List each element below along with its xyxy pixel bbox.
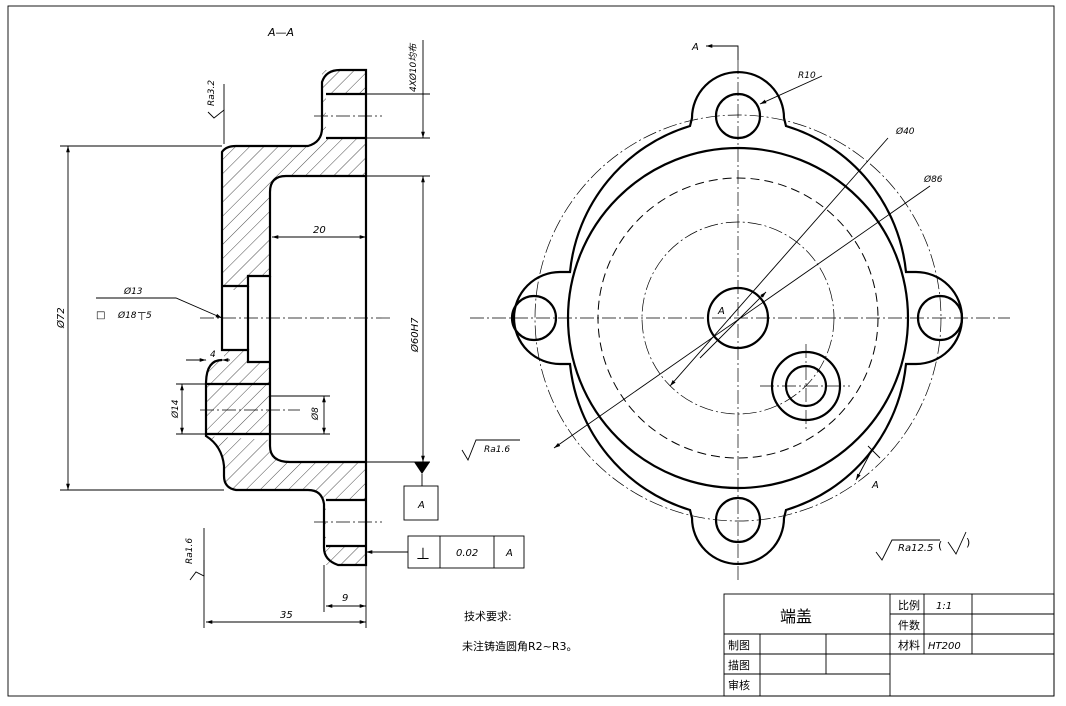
dim-9: 9 [342, 593, 348, 604]
ra-top-symbol [207, 109, 225, 144]
leader-86 [553, 185, 931, 449]
title-block: 端盖 比例 1:1 件数 材料 HT200 制图 描图 审核 [723, 593, 1055, 697]
cut-line-top [706, 44, 739, 60]
flange-outline [512, 70, 964, 566]
cut-a-top: A [691, 42, 699, 53]
cbore-depth-symbol: ⊤ [137, 310, 147, 323]
material-label: 材料 [898, 638, 920, 652]
dim-14: Ø14 [170, 399, 181, 419]
section-label: A—A [267, 26, 294, 39]
leader-40 [669, 137, 889, 387]
datum-label: A [417, 500, 425, 511]
dim-4: 4 [210, 350, 216, 360]
traced-label: 描图 [728, 658, 750, 672]
dim-60: Ø60H7 [409, 317, 421, 353]
ra-mid-symbol [461, 439, 520, 462]
small-hole [206, 382, 270, 436]
cbore-depth: 5 [146, 311, 152, 321]
bore-upper [222, 174, 366, 288]
cut-a-bottom: A [871, 480, 879, 491]
cut-line-bottom [867, 445, 881, 459]
bolt-hole-s [714, 496, 762, 544]
section-view: A—A Ø72 Ø60H7 4XØ10均布 [55, 26, 525, 628]
datum-triangle [414, 462, 430, 474]
dim-20: 20 [313, 225, 326, 236]
ra-top: Ra3.2 [207, 80, 217, 106]
part-name: 端盖 [780, 607, 812, 626]
cbore-symbol: □ [96, 310, 105, 321]
tol-symbol: ⊥ [416, 544, 430, 563]
datum-box [403, 485, 439, 521]
ra-paren-open: ( [938, 539, 942, 552]
tol-datum: A [505, 548, 513, 559]
drawn-label: 制图 [728, 639, 750, 652]
material-value: HT200 [928, 641, 961, 652]
tolerance-frame [407, 535, 525, 569]
leader-13 [96, 297, 223, 319]
tol-value: 0.02 [456, 548, 478, 559]
section-outline [204, 68, 368, 567]
d40: Ø40 [895, 126, 915, 137]
dim-72: Ø72 [55, 307, 67, 329]
notes-title: 技术要求: [464, 610, 512, 623]
dim-8: Ø8 [310, 407, 321, 421]
bolt-holes-lines [326, 92, 366, 548]
center-a: A [717, 306, 725, 317]
bolt-hole-bottom [326, 500, 366, 546]
qty-label: 件数 [898, 619, 920, 632]
notes-line1: 未注铸造圆角R2~R3。 [462, 639, 578, 653]
ra-mid: Ra1.6 [484, 445, 510, 455]
ra-paren-close: ) [966, 536, 970, 549]
dim-35: 35 [280, 610, 293, 621]
scale-value: 1:1 [936, 601, 952, 612]
ra-general: Ra12.5 [898, 543, 933, 554]
ra-bottom-symbol [189, 528, 205, 581]
dim-13: Ø13 [123, 286, 143, 297]
bore-lower [268, 362, 366, 464]
cbore-dia: Ø18 [117, 310, 137, 321]
holes-note: 4XØ10均布 [408, 42, 419, 92]
ra-general-symbol [875, 539, 940, 561]
d86: Ø86 [923, 174, 943, 185]
ra-bottom: Ra1.6 [185, 538, 195, 564]
sheet-border [7, 5, 1055, 697]
r10: R10 [798, 71, 816, 81]
bolt-hole-w [510, 294, 558, 342]
checked-label: 审核 [728, 678, 750, 692]
scale-label: 比例 [898, 598, 920, 612]
hatch-lower [206, 350, 270, 434]
cbore-lines [220, 286, 270, 364]
front-view: A A R10 Ø40 Ø86 A Ra12.5 ( ) [470, 42, 1010, 580]
